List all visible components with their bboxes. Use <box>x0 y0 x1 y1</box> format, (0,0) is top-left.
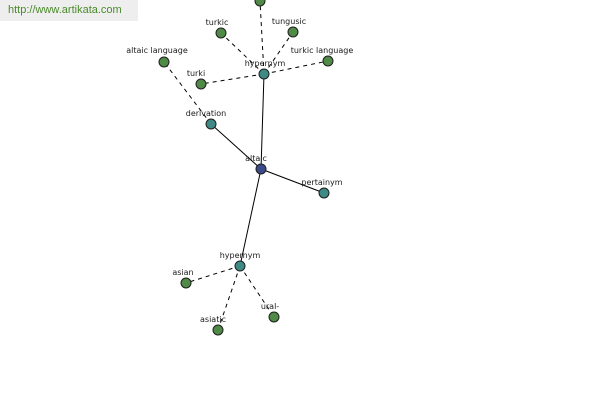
edge-altaic-to-hypernym-top <box>260 73 265 170</box>
node-label-altaic-language: altaic language <box>126 46 188 55</box>
node-layer <box>158 0 334 336</box>
edge-hypernym-top-to-turki <box>200 73 265 85</box>
edge-layer <box>163 0 329 331</box>
node-turki[interactable] <box>195 78 207 90</box>
edge-hypernym-bottom-to-asiatic <box>217 265 241 331</box>
edge-altaic-to-pertainym <box>260 168 325 194</box>
node-asiatic[interactable] <box>212 324 224 336</box>
edge-hypernym-top-to-turkic-language <box>263 60 329 75</box>
edge-altaic-to-hypernym-bottom <box>239 168 262 267</box>
edge-hypernym-bottom-to-ural <box>239 265 275 318</box>
node-label-asiatic: asiatic <box>200 315 226 324</box>
node-hypernym-top[interactable] <box>258 68 270 80</box>
node-top-cut[interactable] <box>254 0 266 7</box>
edge-derivation-to-altaic-language <box>163 61 212 125</box>
node-turkic-language[interactable] <box>322 55 334 67</box>
node-asian[interactable] <box>180 277 192 289</box>
node-label-derivation: derivation <box>186 109 226 118</box>
node-label-asian: asian <box>172 268 193 277</box>
label-layer: hypernym turkic tungusic turkic language tur… <box>126 17 353 324</box>
node-hypernym-bottom[interactable] <box>234 260 246 272</box>
source-link[interactable]: http://www.artikata.com <box>0 0 138 21</box>
node-ural[interactable] <box>268 311 280 323</box>
node-altaic-language[interactable] <box>158 56 170 68</box>
node-label-turkic: turkic <box>206 18 229 27</box>
node-label-pertainym: pertainym <box>301 178 342 187</box>
edge-hypernym-top-to-tungusic <box>263 31 294 75</box>
node-tungusic[interactable] <box>287 26 299 38</box>
node-label-hypernym-bottom: hypernym <box>220 251 261 260</box>
node-label-ural: ural- <box>261 302 279 311</box>
node-label-tungusic: tungusic <box>272 17 306 26</box>
edge-altaic-to-derivation <box>210 123 262 170</box>
node-label-altaic: altaic <box>245 154 267 163</box>
edge-hypernym-bottom-to-asian <box>185 265 241 284</box>
node-turkic[interactable] <box>215 27 227 39</box>
node-label-hypernym-top: hypernym <box>245 59 286 68</box>
edge-hypernym-top-to-turkic <box>220 32 265 75</box>
node-label-turki: turki <box>187 69 205 78</box>
node-label-turkic-language: turkic language <box>291 46 354 55</box>
node-derivation[interactable] <box>205 118 217 130</box>
node-altaic[interactable] <box>255 163 267 175</box>
node-pertainym[interactable] <box>318 187 330 199</box>
